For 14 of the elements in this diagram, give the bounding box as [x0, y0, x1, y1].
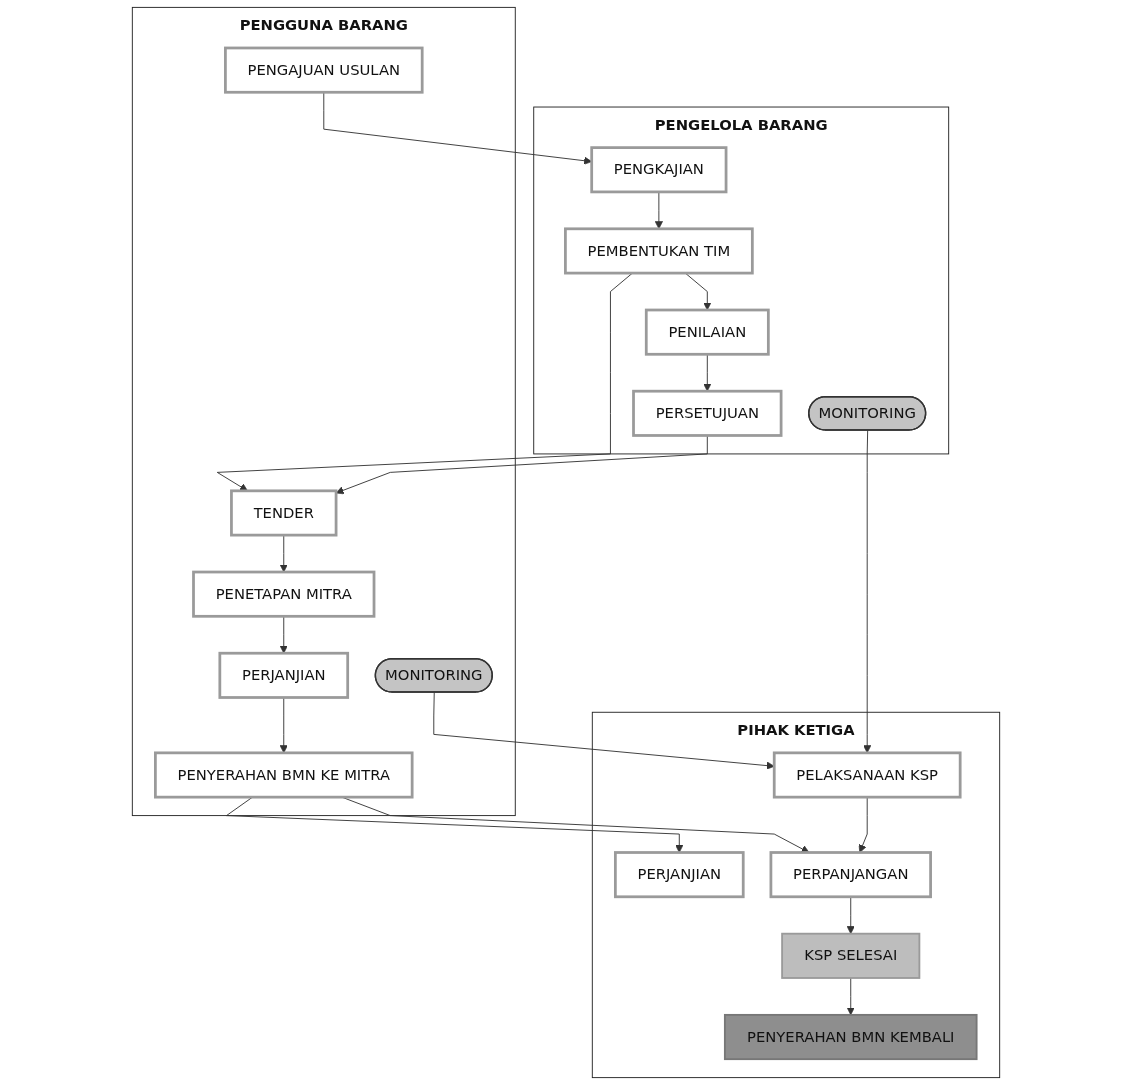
node-box: PERJANJIAN [218, 651, 350, 699]
node-box: PERSETUJUAN [632, 389, 783, 437]
node-box: TENDER [230, 489, 338, 537]
node-box: PEMBENTUKAN TIM [564, 227, 754, 275]
node-box: PENYERAHAN BMN KE MITRA [154, 751, 414, 799]
node-box: PENGAJUAN USULAN [224, 46, 424, 94]
node-box: PENGKAJIAN [590, 146, 728, 194]
node-box: PENYERAHAN BMN KEMBALI [723, 1013, 978, 1061]
node-box: PELAKSANAAN KSP [772, 751, 962, 799]
node-box: PENETAPAN MITRA [192, 570, 376, 618]
node-box: KSP SELESAI [781, 932, 921, 979]
node-box: PERJANJIAN [614, 851, 745, 899]
node-box: PENILAIAN [644, 308, 770, 356]
node-box: PERPANJANGAN [769, 851, 932, 899]
